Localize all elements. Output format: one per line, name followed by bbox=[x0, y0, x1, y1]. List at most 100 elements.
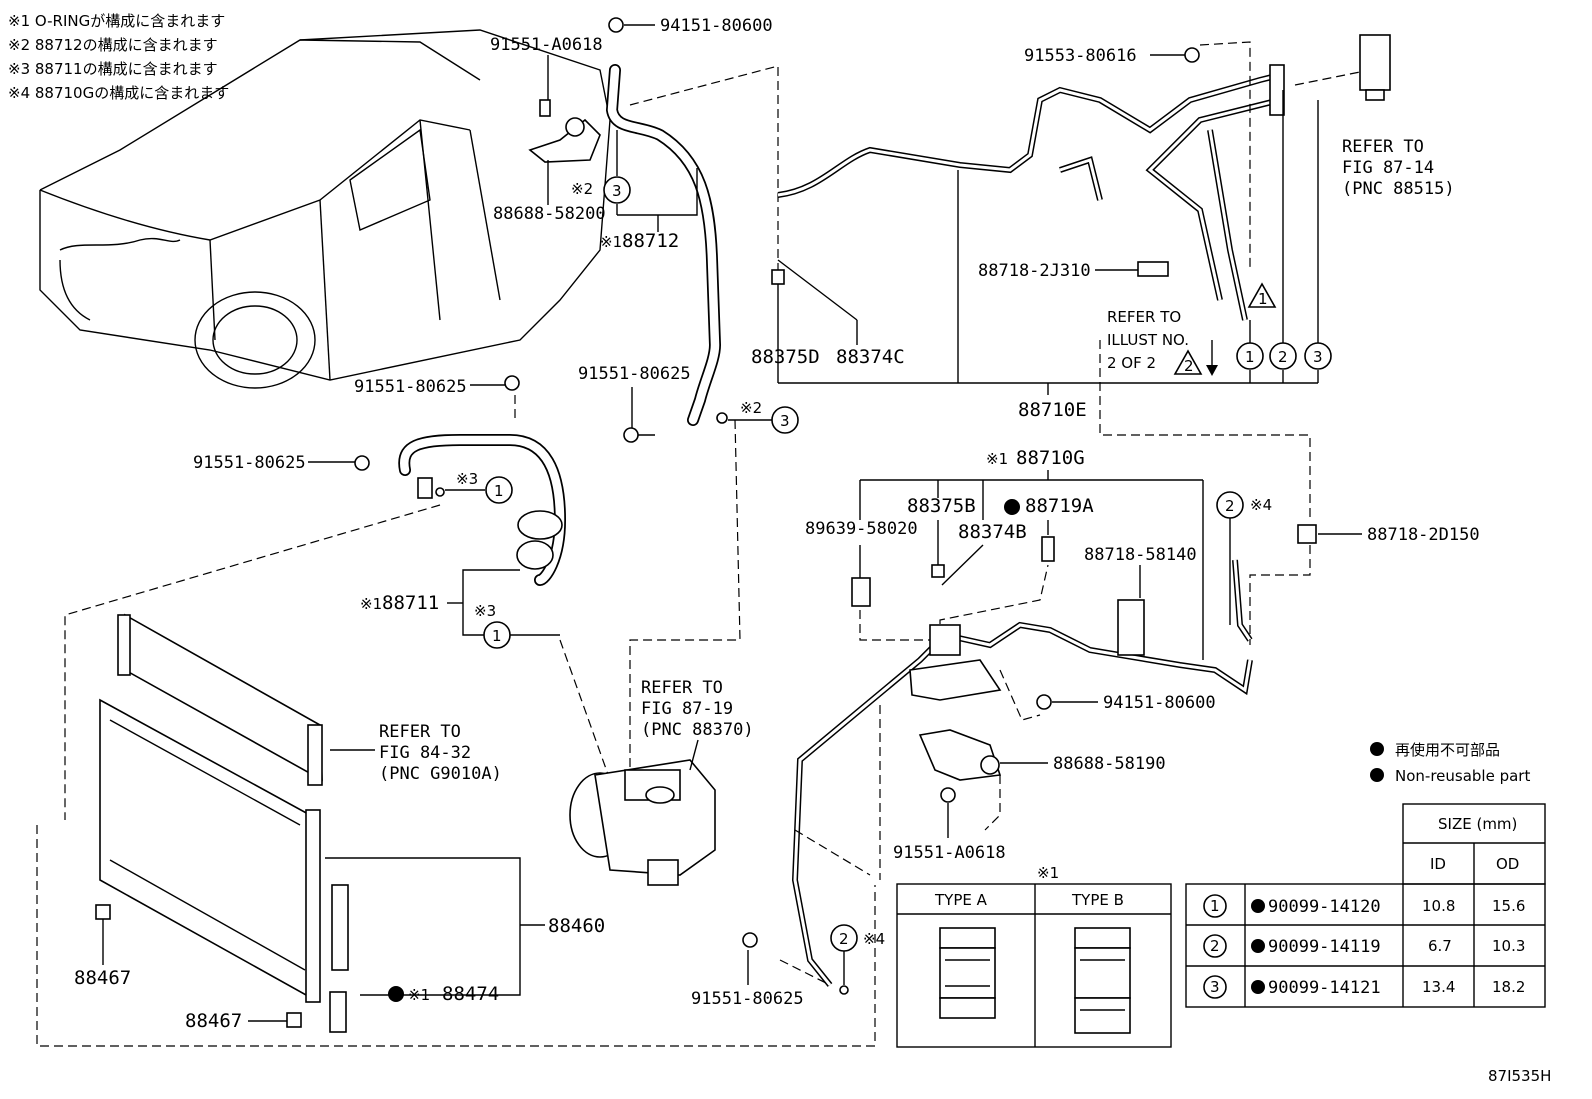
dash-88718-2D150 bbox=[1249, 545, 1311, 645]
label-88710G: 88710G bbox=[1016, 447, 1085, 469]
sensor-88719A bbox=[1041, 536, 1055, 562]
refer-3-line-2: FIG 87-19 bbox=[641, 699, 733, 719]
pipe-88710E bbox=[777, 64, 1285, 321]
dash-88712-down bbox=[629, 419, 741, 780]
dash-pipe-end bbox=[779, 959, 831, 986]
refer-4-line-2: FIG 84-32 bbox=[379, 743, 471, 763]
oring-1-a bbox=[435, 487, 445, 497]
oring-row-3-no: 3 bbox=[1210, 978, 1220, 996]
refer-1-line-1: REFER TO bbox=[1342, 137, 1424, 157]
oring-2-b bbox=[839, 985, 849, 995]
refer-1-line-3: (PNC 88515) bbox=[1342, 179, 1455, 199]
label-88718-2J310: 88718-2J310 bbox=[978, 261, 1091, 281]
arrow-head bbox=[1206, 365, 1218, 376]
cap-88375D bbox=[771, 269, 785, 285]
oring-row-1-id: 10.8 bbox=[1422, 897, 1455, 915]
type-table bbox=[896, 883, 1172, 1048]
vehicle-illustration bbox=[39, 29, 611, 389]
discharge-hose-88711 bbox=[398, 434, 567, 586]
nut-94151-80600-b bbox=[1036, 694, 1052, 710]
refer-3-line-1: REFER TO bbox=[641, 678, 723, 698]
label-91551-80625-d: 91551-80625 bbox=[691, 989, 804, 1009]
oring-row-1-part: 90099-14120 bbox=[1268, 897, 1381, 917]
dash-pipe-bottom bbox=[794, 829, 871, 876]
leader-88374B bbox=[941, 544, 984, 586]
refer-1-line-2: FIG 87-14 bbox=[1342, 158, 1434, 178]
mark-4-b: ※4 bbox=[863, 930, 885, 948]
condenser-assembly bbox=[99, 613, 323, 1003]
id-header: ID bbox=[1430, 855, 1446, 873]
legend-dot-en bbox=[1370, 768, 1384, 782]
leader-refer-3 bbox=[689, 739, 699, 771]
oring-row-2-part: 90099-14119 bbox=[1268, 937, 1381, 957]
mark-1-88474: ※1 bbox=[408, 986, 430, 1004]
size-header: SIZE (mm) bbox=[1438, 815, 1517, 833]
legend-dot-jp bbox=[1370, 742, 1384, 756]
callout-2-a-text: 2 bbox=[1225, 497, 1235, 515]
callout-3-88710E-text: 3 bbox=[1313, 348, 1323, 366]
label-88718-58140: 88718-58140 bbox=[1084, 545, 1197, 565]
desiccant-88474 bbox=[329, 884, 349, 1033]
label-91551-A0618-top: 91551-A0618 bbox=[490, 35, 603, 55]
oring-size-table bbox=[1185, 803, 1546, 1008]
legend-non-reusable-en: Non-reusable part bbox=[1395, 767, 1530, 785]
mark-2-a: ※2 bbox=[571, 180, 593, 198]
bolt-91551-80625-c bbox=[623, 427, 655, 443]
note-1: ※1 O-RINGが構成に含まれます bbox=[8, 12, 225, 30]
refer-4-line-3: (PNC G9010A) bbox=[379, 764, 502, 784]
oring-row-1: 1 90099-14120 10.8 15.6 bbox=[1203, 894, 1525, 918]
note-3: ※3 88711の構成に含まれます bbox=[8, 60, 218, 78]
triangle-1 bbox=[1247, 282, 1277, 308]
oring-row-2-no: 2 bbox=[1210, 937, 1220, 955]
dash-88688-58190-b bbox=[984, 775, 1001, 831]
label-91551-80625-b: 91551-80625 bbox=[193, 453, 306, 473]
label-91551-A0618-b: 91551-A0618 bbox=[893, 843, 1006, 863]
oring-row-3-part: 90099-14121 bbox=[1268, 978, 1381, 998]
label-89639-58020: 89639-58020 bbox=[805, 519, 918, 539]
oring-row-2-od: 10.3 bbox=[1492, 937, 1525, 955]
dash-88711-to-comp bbox=[559, 639, 611, 781]
callout-1-a bbox=[485, 476, 513, 504]
bolt-91551-80625-b bbox=[354, 455, 370, 471]
label-91551-80625-a: 91551-80625 bbox=[354, 377, 467, 397]
mark-1-88712: ※1 bbox=[600, 233, 622, 251]
label-88467-a: 88467 bbox=[74, 967, 131, 989]
oring-row-1-no: 1 bbox=[1210, 897, 1220, 915]
callout-1-88710E-text: 1 bbox=[1245, 348, 1255, 366]
bolt-91551-A0618-b bbox=[940, 787, 956, 803]
label-88712: 88712 bbox=[622, 230, 679, 252]
oring-row-2-id: 6.7 bbox=[1428, 937, 1452, 955]
callout-3-88710E bbox=[1304, 342, 1332, 370]
type-a-header: TYPE A bbox=[934, 891, 988, 909]
note-2: ※2 88712の構成に含まれます bbox=[8, 36, 218, 54]
label-88375D: 88375D bbox=[751, 346, 820, 368]
callout-2-b-text: 2 bbox=[839, 930, 849, 948]
mark-1-88711: ※1 bbox=[360, 595, 382, 613]
callout-2-88710E-text: 2 bbox=[1278, 348, 1288, 366]
non-reusable-dot-88719A bbox=[1004, 499, 1020, 515]
mark-2-b: ※2 bbox=[740, 399, 762, 417]
notes-block: ※1 O-RINGが構成に含まれます ※2 88712の構成に含まれます ※3 … bbox=[8, 12, 229, 102]
label-88711: 88711 bbox=[382, 592, 439, 614]
label-88474: 88474 bbox=[442, 983, 499, 1005]
label-88710E: 88710E bbox=[1018, 399, 1087, 421]
callout-3-b-text: 3 bbox=[780, 412, 790, 430]
type-b-header: TYPE B bbox=[1071, 891, 1124, 909]
label-88718-2D150: 88718-2D150 bbox=[1367, 525, 1480, 545]
mark-1-88710G: ※1 bbox=[986, 450, 1008, 468]
label-88375B: 88375B bbox=[907, 495, 976, 517]
bracket-88710G bbox=[859, 470, 1204, 660]
legend-non-reusable-jp: 再使用不可部品 bbox=[1395, 741, 1500, 759]
callout-1-b bbox=[483, 621, 511, 649]
triangle-1-text: 1 bbox=[1258, 290, 1268, 308]
expansion-valve bbox=[1359, 34, 1391, 101]
label-91551-80625-c: 91551-80625 bbox=[578, 364, 691, 384]
bolt-91551-80625-a bbox=[504, 375, 520, 391]
oring-3-b bbox=[716, 412, 728, 424]
bracket-88460 bbox=[325, 857, 545, 996]
dash-expansion bbox=[1294, 69, 1371, 86]
bracket-88688-58190 bbox=[918, 729, 1002, 781]
sensor-88718-2D150 bbox=[1297, 524, 1317, 544]
label-91553-80616: 91553-80616 bbox=[1024, 46, 1137, 66]
